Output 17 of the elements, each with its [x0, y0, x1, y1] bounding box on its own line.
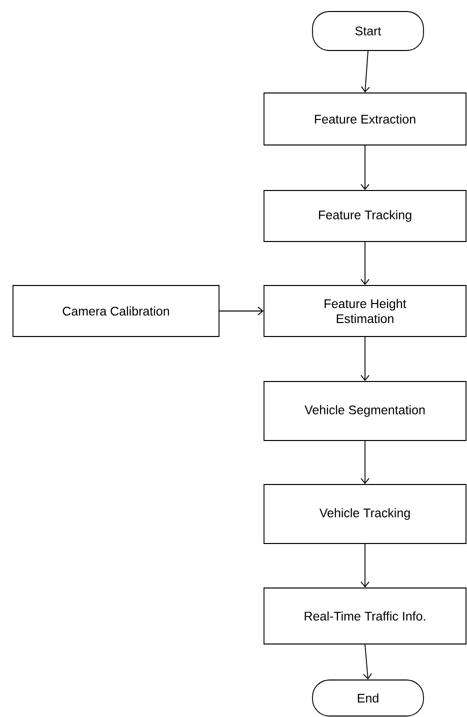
terminal-pill: End [312, 680, 424, 716]
terminal-pill: Start [312, 11, 424, 51]
arrow [360, 145, 370, 190]
process-box: Feature Height Estimation [264, 285, 466, 337]
arrow [363, 644, 372, 680]
process-box: Feature Extraction [264, 92, 466, 146]
arrow [360, 440, 370, 484]
arrow [360, 50, 370, 93]
arrow [360, 242, 370, 286]
process-box: Real-Time Traffic Info. [264, 588, 466, 644]
process-box: Camera Calibration [12, 285, 220, 337]
process-box: Feature Tracking [264, 190, 466, 242]
arrow [219, 306, 264, 316]
process-box: Vehicle Segmentation [264, 381, 466, 441]
arrow [360, 544, 370, 588]
process-box: Vehicle Tracking [264, 484, 466, 544]
arrow [360, 336, 370, 382]
